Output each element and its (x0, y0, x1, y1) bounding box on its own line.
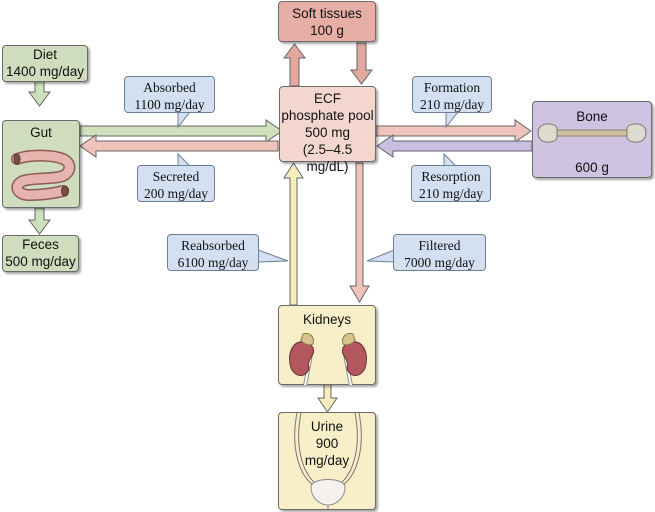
reabsorbed-label: Reabsorbed 6100 mg/day (167, 234, 259, 271)
gut-label: Gut (30, 125, 52, 140)
urine-value: 900 (315, 436, 339, 451)
urine-label: Urine (310, 419, 344, 434)
arrow-filtered (349, 162, 370, 303)
pointer-filtered (366, 249, 395, 263)
resorption-name: Resorption (421, 169, 481, 184)
formation-label: Formation 210 mg/day (412, 76, 492, 113)
filtered-name: Filtered (418, 238, 461, 253)
kidneys-box: Kidneys (278, 305, 376, 385)
arrow-formation (375, 119, 532, 143)
arrow-secreted (79, 134, 279, 158)
secreted-name: Secreted (152, 169, 200, 184)
filtered-value: 7000 mg/day (404, 255, 475, 270)
ecf-amount: 500 mg (304, 125, 351, 140)
arrow-ecf-to-soft-tissues (283, 43, 306, 87)
soft-tissues-box: Soft tissues 100 g (278, 1, 376, 42)
absorbed-label: Absorbed 1100 mg/day (124, 76, 215, 113)
diet-value: 1400 mg/day (5, 64, 85, 79)
secreted-value: 200 mg/day (143, 186, 209, 201)
feces-box: Feces 500 mg/day (2, 235, 79, 272)
absorbed-name: Absorbed (143, 80, 196, 95)
kidneys-icon (289, 333, 367, 385)
feces-value: 500 mg/day (5, 254, 76, 269)
pointer-formation (445, 111, 460, 129)
urine-box: Urine 900 mg/day (278, 412, 376, 510)
arrow-kidneys-to-urine (317, 383, 338, 413)
formation-value: 210 mg/day (419, 97, 485, 112)
arrow-diet-to-gut (28, 79, 51, 107)
diet-box: Diet 1400 mg/day (2, 45, 88, 82)
urine-unit: mg/day (304, 453, 350, 468)
feces-label: Feces (22, 237, 59, 252)
gut-box: Gut (2, 120, 80, 208)
arrow-absorbed (79, 119, 283, 143)
kidneys-label: Kidneys (302, 312, 352, 327)
bone-value: 600 g (575, 160, 609, 175)
pointer-absorbed (177, 111, 192, 129)
soft-tissues-value: 100 g (310, 23, 344, 38)
bone-icon (537, 123, 647, 143)
secreted-label: Secreted 200 mg/day (137, 165, 215, 202)
soft-tissues-label: Soft tissues (292, 6, 362, 21)
pointer-reabsorbed (257, 249, 289, 263)
absorbed-value: 1100 mg/day (134, 97, 205, 112)
formation-name: Formation (423, 80, 481, 95)
ecf-range: (2.5–4.5 mg/dL) (302, 142, 353, 174)
arrow-gut-to-feces (28, 207, 51, 235)
resorption-value: 210 mg/day (418, 186, 484, 201)
bone-box: Bone 600 g (532, 101, 652, 178)
ecf-phosphate-pool-box: ECF phosphate pool 500 mg (2.5–4.5 mg/dL… (279, 86, 376, 174)
intestine-icon (11, 149, 76, 202)
resorption-label: Resorption 210 mg/day (411, 165, 491, 202)
arrow-reabsorbed (283, 162, 304, 306)
arrow-soft-tissues-to-ecf (350, 42, 373, 85)
arrow-resorption (376, 134, 533, 158)
diet-label: Diet (32, 47, 57, 62)
reabsorbed-value: 6100 mg/day (177, 255, 249, 270)
bone-label: Bone (576, 109, 608, 124)
bladder-icon (294, 413, 362, 509)
ecf-label: ECF (314, 91, 341, 106)
filtered-label: Filtered 7000 mg/day (393, 234, 486, 271)
reabsorbed-name: Reabsorbed (181, 238, 245, 253)
ecf-sublabel: phosphate pool (281, 108, 374, 123)
